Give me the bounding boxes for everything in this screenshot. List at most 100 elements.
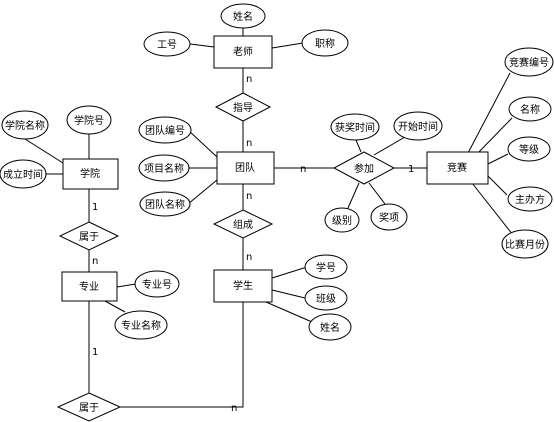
attr-college-id[interactable]: 学院号 [66,105,112,135]
svg-text:工号: 工号 [157,39,177,51]
attributes: 姓名 工号 职称 团队编号 项目名称 团队名称 获奖时间 开始时间 [0,3,554,341]
entity-teacher-label: 老师 [233,45,253,58]
svg-text:专业名称: 专业名称 [121,319,161,332]
line-team-id [187,129,218,158]
svg-text:项目名称: 项目名称 [144,162,184,175]
attr-teacher-title[interactable]: 职称 [301,29,349,57]
attr-comp-id[interactable]: 竞赛编号 [504,47,554,77]
line-college-name [24,138,64,164]
line-award-time [355,139,362,153]
svg-text:获奖时间: 获奖时间 [335,121,375,134]
line-comp-grade [487,153,509,165]
svg-text:名称: 名称 [520,103,540,116]
entity-major-label: 专业 [79,280,99,293]
relationship-compose-label: 组成 [233,218,253,231]
attr-award-time[interactable]: 获奖时间 [330,113,380,141]
relationships: 指导 参加 组成 属于 属于 [56,92,396,422]
svg-text:奖项: 奖项 [379,211,399,224]
attr-major-name[interactable]: 专业名称 [114,310,168,340]
line-teacher-id [189,43,215,48]
relationship-college-major-label: 属于 [79,231,99,243]
card-rel-major: n [92,256,98,267]
entities: 老师 团队 竞赛 学院 专业 学生 [61,35,489,303]
line-team-name [187,179,218,205]
entity-student-label: 学生 [233,279,253,292]
line-comp-name [474,117,513,157]
relationship-college-major[interactable]: 属于 [58,221,120,251]
attr-teacher-name[interactable]: 姓名 [220,3,266,29]
card-team-participate: n [300,164,306,175]
attr-college-name[interactable]: 学院名称 [1,110,49,140]
svg-text:成立时间: 成立时间 [3,168,43,181]
connector-lines [24,28,514,408]
attr-award[interactable]: 奖项 [370,203,408,231]
line-major-id [116,283,137,288]
card-teacher-guide: n [246,74,252,85]
attr-start-time[interactable]: 开始时间 [393,111,443,141]
line-student-name [265,301,313,323]
attr-comp-host[interactable]: 主办方 [507,186,553,212]
entity-team-label: 团队 [235,161,255,174]
relationship-participate[interactable]: 参加 [332,151,396,185]
cardinality-labels: n n n 1 n n 1 n 1 n [92,74,414,414]
svg-text:班级: 班级 [316,293,336,305]
card-compose-student: n [246,252,252,263]
line-level [347,182,360,209]
svg-text:团队名称: 团队名称 [145,198,185,211]
relationship-compose[interactable]: 组成 [212,209,274,239]
entity-competition-label: 竞赛 [447,161,467,174]
line-comp-month [471,182,514,236]
attr-teacher-id[interactable]: 工号 [143,31,191,57]
card-participate-competition: 1 [408,164,414,175]
relationship-major-student[interactable]: 属于 [56,392,122,422]
line-start-time [373,136,406,156]
svg-text:学号: 学号 [316,261,336,274]
line-comp-id [467,72,511,154]
line-student-id [271,266,308,279]
svg-text:姓名: 姓名 [233,10,253,23]
svg-text:主办方: 主办方 [515,193,545,206]
card-guide-team: n [246,138,252,149]
svg-text:级别: 级别 [332,215,352,227]
entity-college[interactable]: 学院 [62,158,119,190]
attr-student-name[interactable]: 姓名 [308,313,352,341]
attr-major-id[interactable]: 专业号 [134,270,180,298]
attr-team-id[interactable]: 团队编号 [138,116,192,144]
line-teacher-title [271,42,304,49]
card-major-rel: 1 [92,347,98,358]
attr-college-founded[interactable]: 成立时间 [0,159,47,189]
entity-college-label: 学院 [80,167,100,180]
relationship-guide[interactable]: 指导 [214,92,272,122]
svg-text:专业号: 专业号 [142,278,172,291]
relationship-participate-label: 参加 [354,162,374,175]
line-award [368,182,386,205]
card-rel-student: n [231,403,237,414]
entity-teacher[interactable]: 老师 [213,35,273,69]
svg-text:学院名称: 学院名称 [5,119,45,132]
attr-comp-name[interactable]: 名称 [508,96,552,122]
attr-level[interactable]: 级别 [324,207,360,233]
attr-comp-grade[interactable]: 等级 [507,136,551,162]
svg-text:比赛月份: 比赛月份 [505,238,545,251]
svg-text:竞赛编号: 竞赛编号 [509,56,549,69]
entity-team[interactable]: 团队 [216,151,275,185]
svg-text:学院号: 学院号 [74,114,104,127]
attr-comp-month[interactable]: 比赛月份 [501,229,549,259]
card-college-rel: 1 [92,202,98,213]
relationship-major-student-label: 属于 [79,402,99,414]
attr-student-id[interactable]: 学号 [304,254,348,280]
attr-team-project[interactable]: 项目名称 [138,154,190,182]
line-belong2-student [120,302,244,408]
line-comp-host [487,175,508,196]
relationship-guide-label: 指导 [233,101,253,114]
entity-student[interactable]: 学生 [213,269,273,303]
line-major-name [104,300,126,313]
card-team-compose: n [246,191,252,202]
attr-student-class[interactable]: 班级 [304,285,348,311]
entity-competition[interactable]: 竞赛 [426,151,489,185]
svg-text:姓名: 姓名 [320,321,340,334]
attr-team-name[interactable]: 团队名称 [139,191,191,217]
line-student-class [271,289,306,299]
entity-major[interactable]: 专业 [61,271,118,302]
